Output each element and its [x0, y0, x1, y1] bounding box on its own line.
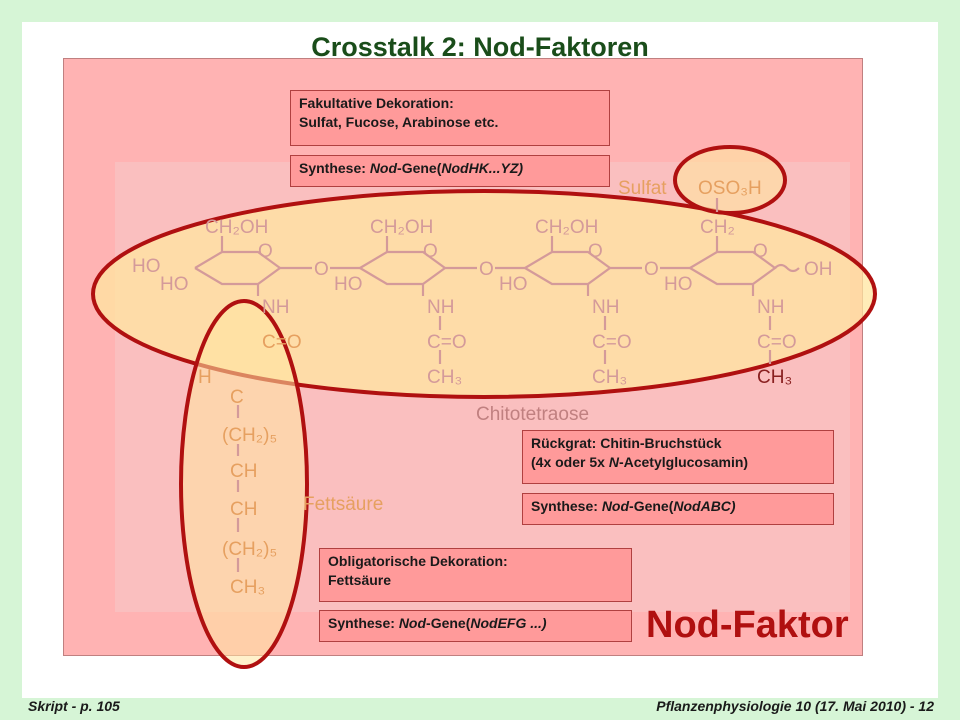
fatty-acid-ellipse: [179, 299, 309, 669]
ho-label-4: HO: [664, 274, 693, 295]
nh-label-3: NH: [592, 297, 619, 318]
ch2-label: CH₂: [700, 217, 735, 238]
synthesis-nodabc-mid: -Gene(: [629, 498, 674, 514]
ho-label-1b: HO: [160, 274, 189, 295]
ho-label-1a: HO: [132, 256, 161, 277]
synthesis-nodefg-nod: Nod: [398, 615, 427, 631]
footer-course-ref: Pflanzenphysiologie 10 (17. Mai 2010) - …: [656, 698, 934, 714]
backbone-line2-n: N: [608, 454, 619, 470]
nh-label-2: NH: [427, 297, 454, 318]
ch2-5-label-2: (CH₂)₅: [222, 539, 277, 560]
glyco-o-1: O: [314, 259, 329, 280]
ring-o-3: O: [588, 241, 603, 262]
synthesis-nodefg-prefix: Synthese:: [328, 615, 399, 631]
co-label-4: C=O: [757, 332, 797, 353]
nh-label-1: NH: [262, 297, 289, 318]
fettsaeure-label: Fettsäure: [303, 494, 383, 515]
ch2oh-label-2: CH₂OH: [370, 217, 433, 238]
optional-decoration-line2: Sulfat, Fucose, Arabinose etc.: [299, 114, 499, 130]
ch2oh-label-3: CH₂OH: [535, 217, 598, 238]
terminal-oh: OH: [804, 259, 833, 280]
backbone-line2-a: (4x oder 5x: [531, 454, 609, 470]
synthesis-nodabc-gene: NodABC): [673, 498, 736, 514]
synthesis-nodhk-box: Synthese: Nod-Gene(NodHK...YZ): [290, 155, 610, 187]
synthesis-nodhk-prefix: Synthese:: [299, 160, 370, 176]
c-label: C: [230, 387, 244, 408]
co-label-2: C=O: [427, 332, 467, 353]
optional-decoration-line1: Fakultative Dekoration:: [299, 95, 454, 111]
sulfate-ellipse: [673, 145, 787, 215]
synthesis-nodefg-mid: -Gene(: [426, 615, 471, 631]
co-label-3: C=O: [592, 332, 632, 353]
ch-label-2: CH: [230, 499, 257, 520]
h-label: H: [198, 367, 212, 388]
oso3h-label: OSO₃H: [698, 178, 762, 199]
obligatory-decoration-box: Obligatorische Dekoration: Fettsäure: [319, 548, 632, 602]
backbone-line2: (4x oder 5x N-Acetylglucosamin): [531, 453, 825, 472]
ch3-label-3: CH₃: [592, 367, 627, 388]
sugar-rings: [194, 198, 800, 572]
nod-faktor-heading: Nod-Faktor: [646, 604, 849, 646]
ch3-label-4: CH₃: [757, 367, 792, 388]
backbone-line1: Rückgrat: Chitin-Bruchstück: [531, 435, 722, 451]
ch3-label-2: CH₃: [427, 367, 462, 388]
nh-label-4: NH: [757, 297, 784, 318]
sulfat-label: Sulfat: [618, 178, 667, 199]
ch2oh-label-1: CH₂OH: [205, 217, 268, 238]
ch3-label-fa: CH₃: [230, 577, 265, 598]
synthesis-nodhk-gene: NodHK...YZ): [441, 160, 524, 176]
obligatory-decoration-line2: Fettsäure: [328, 572, 392, 588]
ho-label-3: HO: [499, 274, 528, 295]
ring-o-1: O: [258, 241, 273, 262]
synthesis-nodabc-prefix: Synthese:: [531, 498, 602, 514]
synthesis-nodhk-nod: Nod: [369, 160, 398, 176]
ch-label-1: CH: [230, 461, 257, 482]
synthesis-nodefg-gene: NodEFG ...): [470, 615, 547, 631]
footer-script-ref: Skript - p. 105: [28, 698, 120, 714]
ring-o-4: O: [753, 241, 768, 262]
backbone-ellipse: [91, 189, 877, 399]
glyco-o-3: O: [644, 259, 659, 280]
chitotetraose-label: Chitotetraose: [476, 404, 589, 425]
optional-decoration-box: Fakultative Dekoration: Sulfat, Fucose, …: [290, 90, 610, 146]
synthesis-nodabc-box: Synthese: Nod-Gene(NodABC): [522, 493, 834, 525]
obligatory-decoration-line1: Obligatorische Dekoration:: [328, 553, 508, 569]
co-label-1: C=O: [262, 332, 302, 353]
ho-label-2: HO: [334, 274, 363, 295]
synthesis-nodhk-mid: -Gene(: [397, 160, 442, 176]
backbone-line2-b: -Acetylglucosamin): [618, 454, 749, 470]
glyco-o-2: O: [479, 259, 494, 280]
backbone-box: Rückgrat: Chitin-Bruchstück (4x oder 5x …: [522, 430, 834, 484]
slide-title: Crosstalk 2: Nod-Faktoren: [311, 32, 649, 62]
synthesis-nodabc-nod: Nod: [601, 498, 630, 514]
ring-o-2: O: [423, 241, 438, 262]
synthesis-nodefg-box: Synthese: Nod-Gene(NodEFG ...): [319, 610, 632, 642]
ch2-5-label-1: (CH₂)₅: [222, 425, 277, 446]
